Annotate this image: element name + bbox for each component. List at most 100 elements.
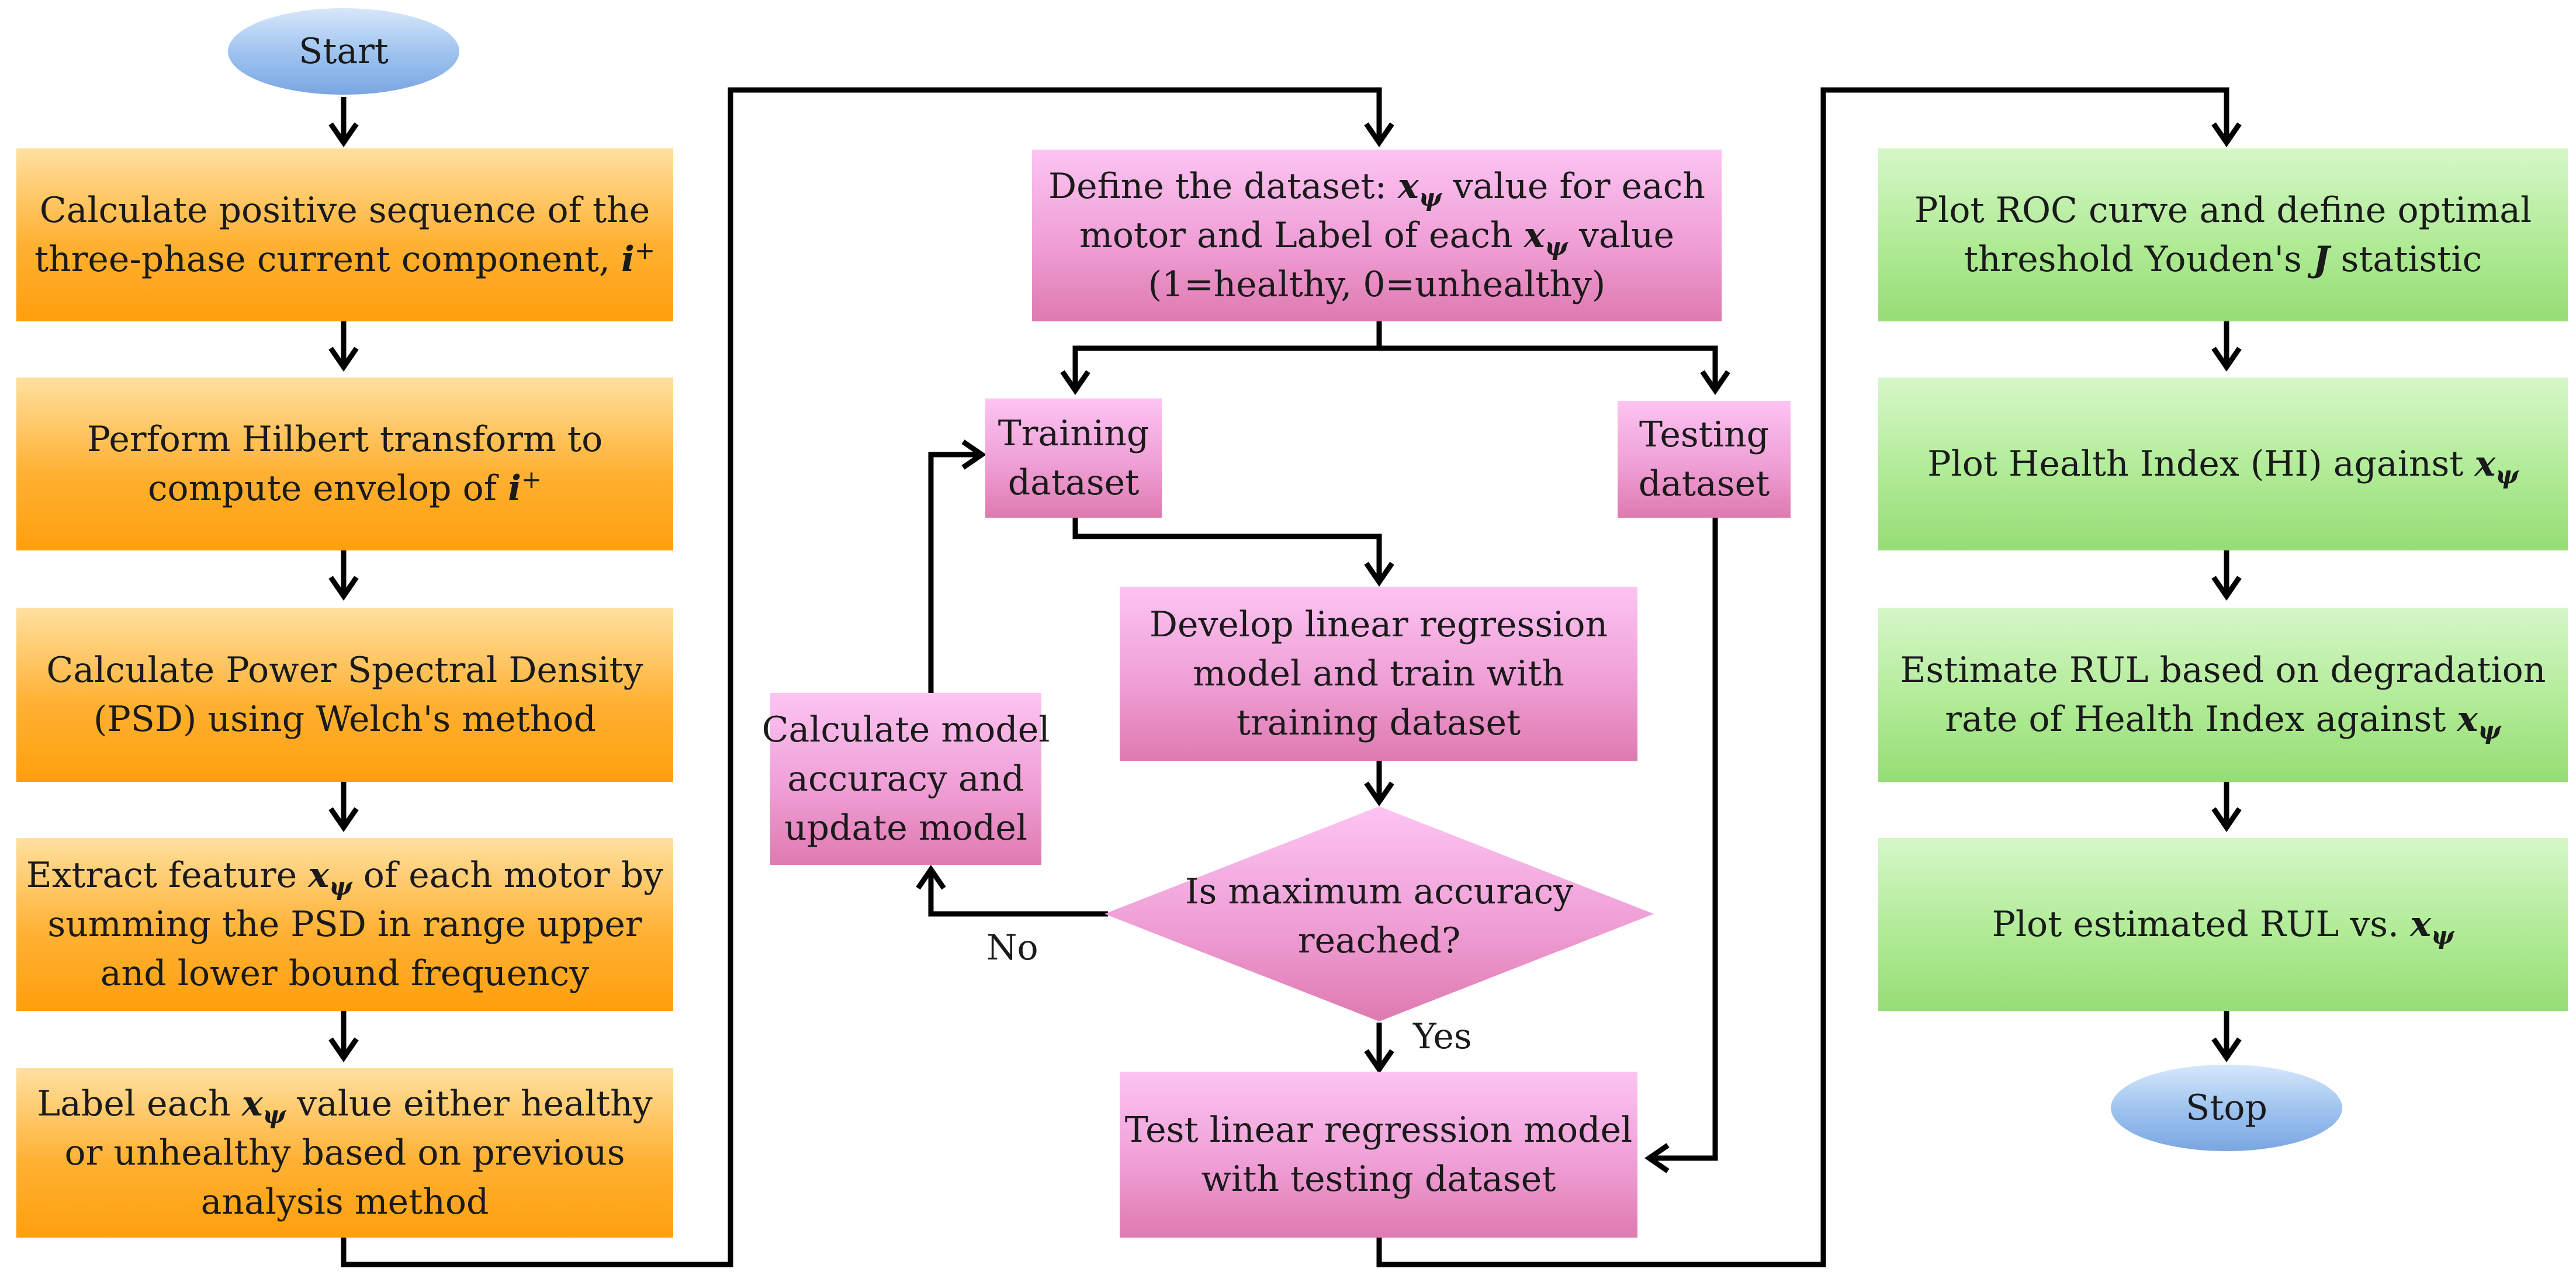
step-calculate-accuracy: Calculate model accuracy and update mode… (762, 693, 1050, 865)
text-fragment: value (1567, 215, 1675, 256)
math-psi: ψ (1418, 183, 1442, 212)
arrow-n12-to-n13 (1376, 87, 2229, 1267)
decision-diamond (1105, 806, 1654, 1021)
arrow-n6-split (1072, 321, 1718, 386)
math-x: x (2410, 904, 2431, 945)
arrowhead (2211, 807, 2242, 832)
edge-label-no: No (986, 927, 1038, 968)
step-training-dataset: Training dataset (985, 399, 1162, 518)
step-text-line: and lower bound frequency (100, 953, 590, 994)
arrowhead (1364, 122, 1394, 147)
arrowhead (1644, 1143, 1670, 1173)
arrowhead (1364, 781, 1394, 806)
step-text-line: Estimate RUL based on degradation (1900, 650, 2546, 691)
math-x: x (1524, 215, 1545, 256)
step-text-line: Calculate Power Spectral Density (46, 650, 643, 691)
step-text-line: motor and Label of each xψ value (1079, 211, 1674, 260)
math-x: x (1397, 166, 1419, 207)
step-define-dataset: Define the dataset: xψ value for each mo… (1032, 150, 1722, 321)
step-text-line: rate of Health Index against xψ (1945, 695, 2501, 744)
text-fragment: motor and Label of each (1079, 215, 1524, 256)
stop-label: Stop (2186, 1087, 2267, 1128)
arrowhead (328, 122, 359, 147)
text-fragment: Label each (37, 1083, 242, 1124)
arrowhead (1700, 370, 1730, 395)
arrow-n8-to-n12 (1654, 518, 1718, 1161)
math-psi: ψ (1545, 232, 1568, 261)
step-plot-estimated-rul: Plot estimated RUL vs. xψ (1878, 838, 2568, 1011)
arrowhead (961, 439, 986, 470)
math-psi: ψ (2430, 921, 2454, 950)
text-fragment: of each motor by (352, 855, 664, 896)
decision-text: Is maximum accuracy reached? (1163, 867, 1595, 965)
text-fragment: threshold Youden's (1964, 239, 2314, 280)
arrowhead (1364, 562, 1394, 587)
stop-terminal: Stop (2111, 1065, 2342, 1151)
step-text-line: or unhealthy based on previous (64, 1132, 625, 1173)
edge-label-yes: Yes (1413, 1016, 1472, 1057)
step-text-line: threshold Youden's J statistic (1964, 235, 2482, 284)
step-text-line: update model (784, 808, 1028, 848)
step-text-line: Label each xψ value either healthy (37, 1079, 652, 1128)
step-estimate-rul: Estimate RUL based on degradation rate o… (1878, 608, 2568, 782)
math-i: i (508, 468, 521, 509)
math-psi: ψ (262, 1100, 286, 1129)
arrowhead (328, 576, 359, 601)
text-fragment: value either healthy (286, 1083, 653, 1124)
step-text-line: reached? (1297, 920, 1461, 961)
step-power-spectral-density: Calculate Power Spectral Density (PSD) u… (16, 608, 673, 782)
math-x: x (241, 1083, 263, 1124)
text-fragment: Extract feature (26, 855, 309, 896)
arrow-n7-to-n9 (1072, 518, 1382, 577)
math-J: J (2313, 239, 2330, 280)
step-text-line: Plot ROC curve and define optimal (1914, 190, 2532, 231)
math-i: i (621, 239, 635, 280)
start-terminal: Start (228, 8, 459, 95)
text-fragment: rate of Health Index against (1945, 699, 2457, 740)
arrow-n5-to-n6 (341, 87, 1382, 1267)
step-test-regression: Test linear regression model with testin… (1120, 1072, 1637, 1238)
step-text-line: (1=healthy, 0=unhealthy) (1148, 264, 1606, 305)
step-hilbert-transform: Perform Hilbert transform to compute env… (16, 377, 673, 550)
text-fragment: compute envelop of (147, 468, 508, 509)
arrowhead (328, 1037, 359, 1062)
math-x: x (2457, 699, 2478, 740)
step-text-line: Extract feature xψ of each motor by (26, 851, 663, 900)
arrowhead (328, 807, 359, 832)
text-fragment: Define the dataset: (1048, 166, 1398, 207)
step-develop-regression: Develop linear regression model and trai… (1120, 587, 1637, 761)
step-text-line: dataset (1638, 463, 1770, 504)
step-plot-roc: Plot ROC curve and define optimal thresh… (1878, 148, 2568, 321)
math-plus: + (521, 465, 542, 494)
arrowhead (328, 347, 359, 372)
step-text-line: Calculate positive sequence of the (39, 190, 650, 231)
text-fragment: Plot Health Index (HI) against (1927, 444, 2475, 484)
step-text-line: Plot Health Index (HI) against xψ (1927, 439, 2519, 488)
math-psi: ψ (329, 872, 352, 900)
step-text-line: dataset (1007, 462, 1140, 503)
step-extract-feature: Extract feature xψ of each motor by summ… (16, 838, 673, 1011)
arrowhead (2211, 122, 2242, 147)
step-text-line: (PSD) using Welch's method (94, 699, 596, 740)
arrow-n11-no (928, 872, 1108, 917)
step-text-line: compute envelop of i+ (148, 464, 542, 513)
math-psi: ψ (2495, 460, 2519, 489)
math-x: x (308, 855, 330, 896)
math-x: x (2474, 444, 2496, 484)
math-psi: ψ (2478, 716, 2501, 744)
step-text-line: model and train with (1193, 653, 1564, 694)
step-text-line: Calculate model (761, 709, 1050, 750)
text-fragment: three-phase current component, (34, 239, 622, 280)
arrowhead (1060, 370, 1090, 395)
text-fragment: value for each (1442, 166, 1706, 207)
step-text-line: Define the dataset: xψ value for each (1048, 162, 1705, 211)
arrowhead (2211, 347, 2242, 372)
step-text-line: Is maximum accuracy (1185, 871, 1574, 912)
step-text-line: analysis method (200, 1182, 489, 1222)
step-text-line: Develop linear regression (1149, 604, 1608, 645)
step-text-line: Plot estimated RUL vs. xψ (1992, 900, 2454, 949)
arrowhead (2211, 1037, 2242, 1062)
step-text-line: accuracy and (787, 758, 1024, 799)
step-plot-health-index: Plot Health Index (HI) against xψ (1878, 377, 2568, 550)
